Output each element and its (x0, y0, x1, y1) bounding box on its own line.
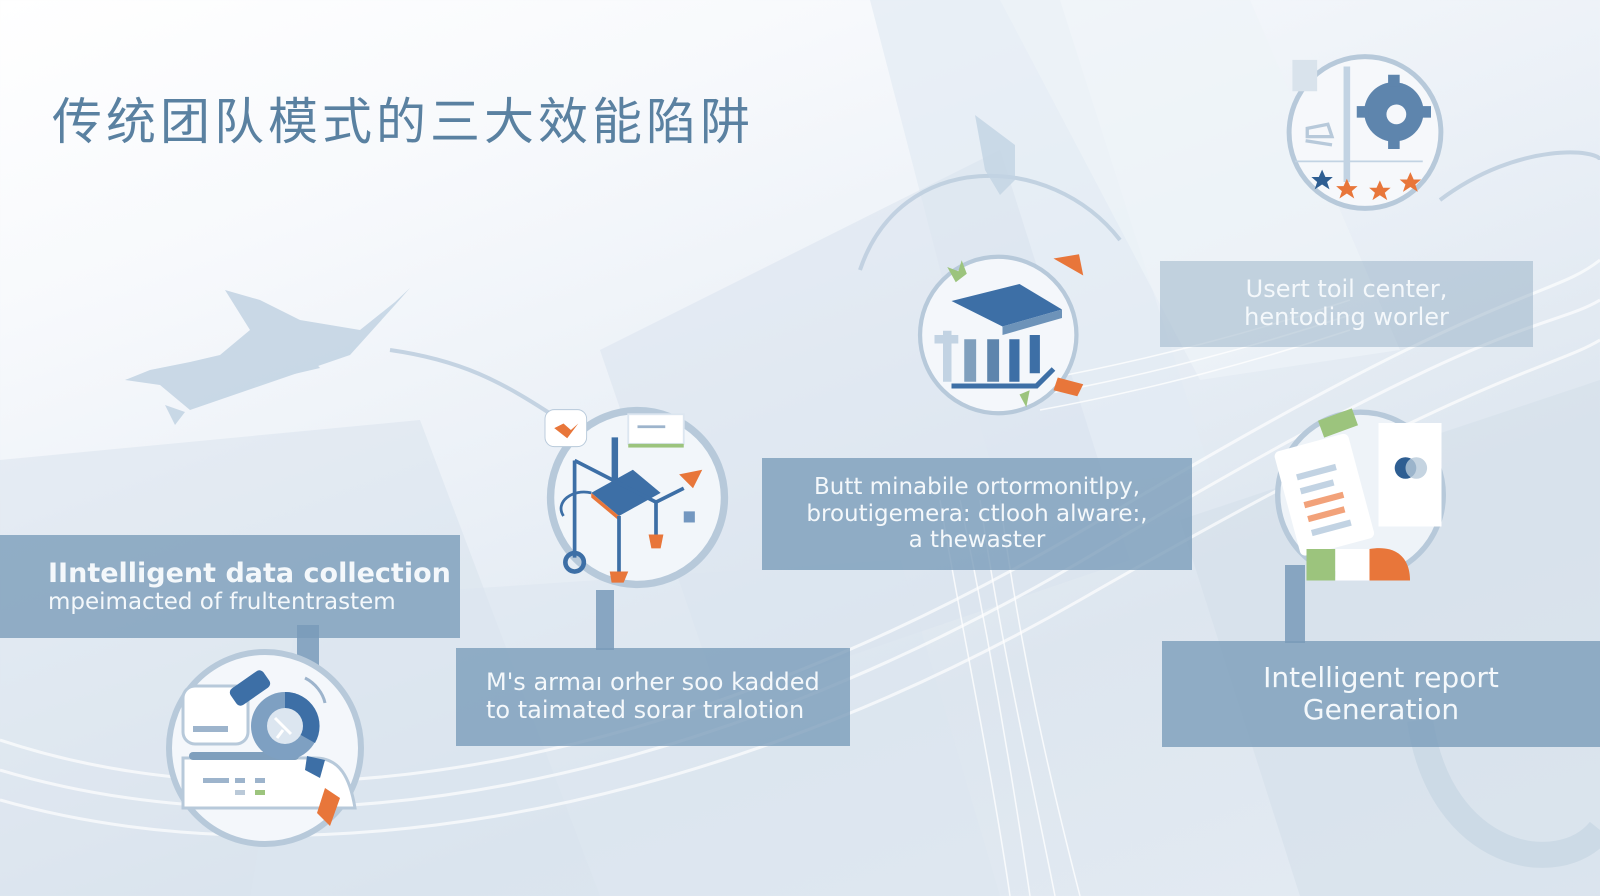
document-magnifier-icon (165, 648, 365, 848)
caption-line: IIntelligent data collection (48, 557, 451, 589)
slide-title: 传统团队模式的三大效能陷阱 (52, 93, 754, 151)
gear-stars-icon (1280, 50, 1450, 215)
caption-line: a thewaster (908, 527, 1046, 554)
caption-line: mpeimacted of frultentrastem (48, 588, 396, 615)
caption-line: M's armaı orher soo kadded (486, 668, 820, 697)
caption-line: Generation (1302, 693, 1460, 726)
caption-report-generation: Intelligent report Generation (1162, 641, 1600, 747)
caption-line: Butt minabile ortormonitlpy, (813, 474, 1141, 501)
caption-arma-other: M's armaı orher soo kadded to taimated s… (456, 648, 850, 746)
caption-line: Usert toil center, (1245, 275, 1448, 304)
caption-user-toil-center: Usert toil center, hentoding worler (1160, 261, 1533, 347)
caption-line: hentoding worler (1244, 303, 1449, 331)
caption-data-collection: IIntelligent data collection mpeimacted … (0, 535, 460, 638)
building-icon (915, 250, 1090, 420)
caption-butt-minabile: Butt minabile ortormonitlpy, broutigemer… (762, 458, 1192, 570)
connected-book-icon (544, 405, 730, 590)
airplane-silhouette-icon (125, 288, 410, 425)
caption-line: Intelligent report (1263, 660, 1499, 694)
caption-line: to taimated sorar tralotion (486, 696, 805, 724)
report-document-icon (1268, 405, 1453, 585)
caption-line: broutigemera: ctlooh alware:, (806, 500, 1148, 527)
